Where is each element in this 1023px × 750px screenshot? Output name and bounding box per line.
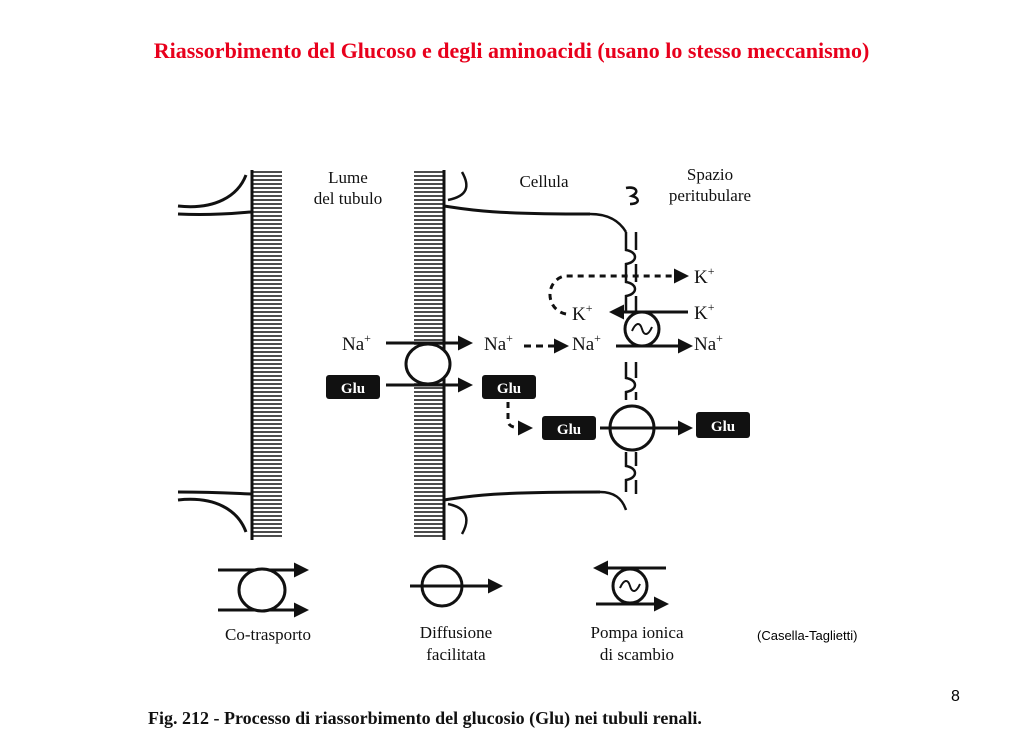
left-brush-border [177, 170, 282, 540]
glu-box-basolateral: Glu [542, 416, 596, 440]
svg-text:Glu: Glu [341, 381, 365, 397]
legend-facilitated-label-line1: Diffusione [420, 623, 492, 642]
legend-pump-label-line1: Pompa ionica [590, 623, 683, 642]
lumen-label-line2: del tubulo [314, 189, 382, 208]
basolateral-membrane [589, 186, 639, 511]
legend-cotransport-label: Co-trasporto [225, 625, 311, 644]
peritubular-label-line1: Spazio [687, 165, 733, 184]
glu-box-cell: Glu [482, 375, 536, 399]
svg-text:Glu: Glu [557, 422, 581, 438]
na-ion-pump-in: Na+ [572, 331, 601, 355]
svg-text:Glu: Glu [497, 381, 521, 397]
legend-facilitated-label-line2: facilitata [426, 645, 486, 664]
k-ion-cell: K+ [572, 301, 593, 325]
peritubular-label-line2: peritubulare [669, 186, 751, 205]
na-ion-peritubular: Na+ [694, 331, 723, 355]
na-ion-lumen: Na+ [342, 331, 371, 355]
na-ion-cell: Na+ [484, 331, 513, 355]
cell-label: Cellula [519, 172, 569, 191]
source-credit: (Casella-Taglietti) [757, 628, 858, 643]
svg-text:Glu: Glu [711, 419, 735, 435]
figure-caption: Fig. 212 - Processo di riassorbimento de… [148, 708, 702, 728]
legend-pump-label-line2: di scambio [600, 645, 674, 664]
legend-facilitated-symbol [410, 564, 503, 608]
page-number: 8 [951, 688, 960, 705]
lumen-label-line1: Lume [328, 168, 368, 187]
k-ion-peritubular: K+ [694, 300, 715, 324]
facilitated-transporter [600, 404, 693, 452]
legend-pump-symbol [593, 560, 669, 612]
na-k-pump [609, 304, 693, 354]
slide-title: Riassorbimento del Glucoso e degli amino… [153, 38, 870, 63]
glu-dashed-arrow [506, 402, 533, 436]
glu-box-lumen: Glu [326, 375, 380, 399]
k-ion-leak: K+ [694, 264, 715, 288]
glu-box-peritubular: Glu [696, 412, 750, 438]
cotransporter [386, 335, 473, 393]
legend-cotransport-symbol [218, 562, 309, 618]
k-dashed-arrow [548, 268, 689, 316]
